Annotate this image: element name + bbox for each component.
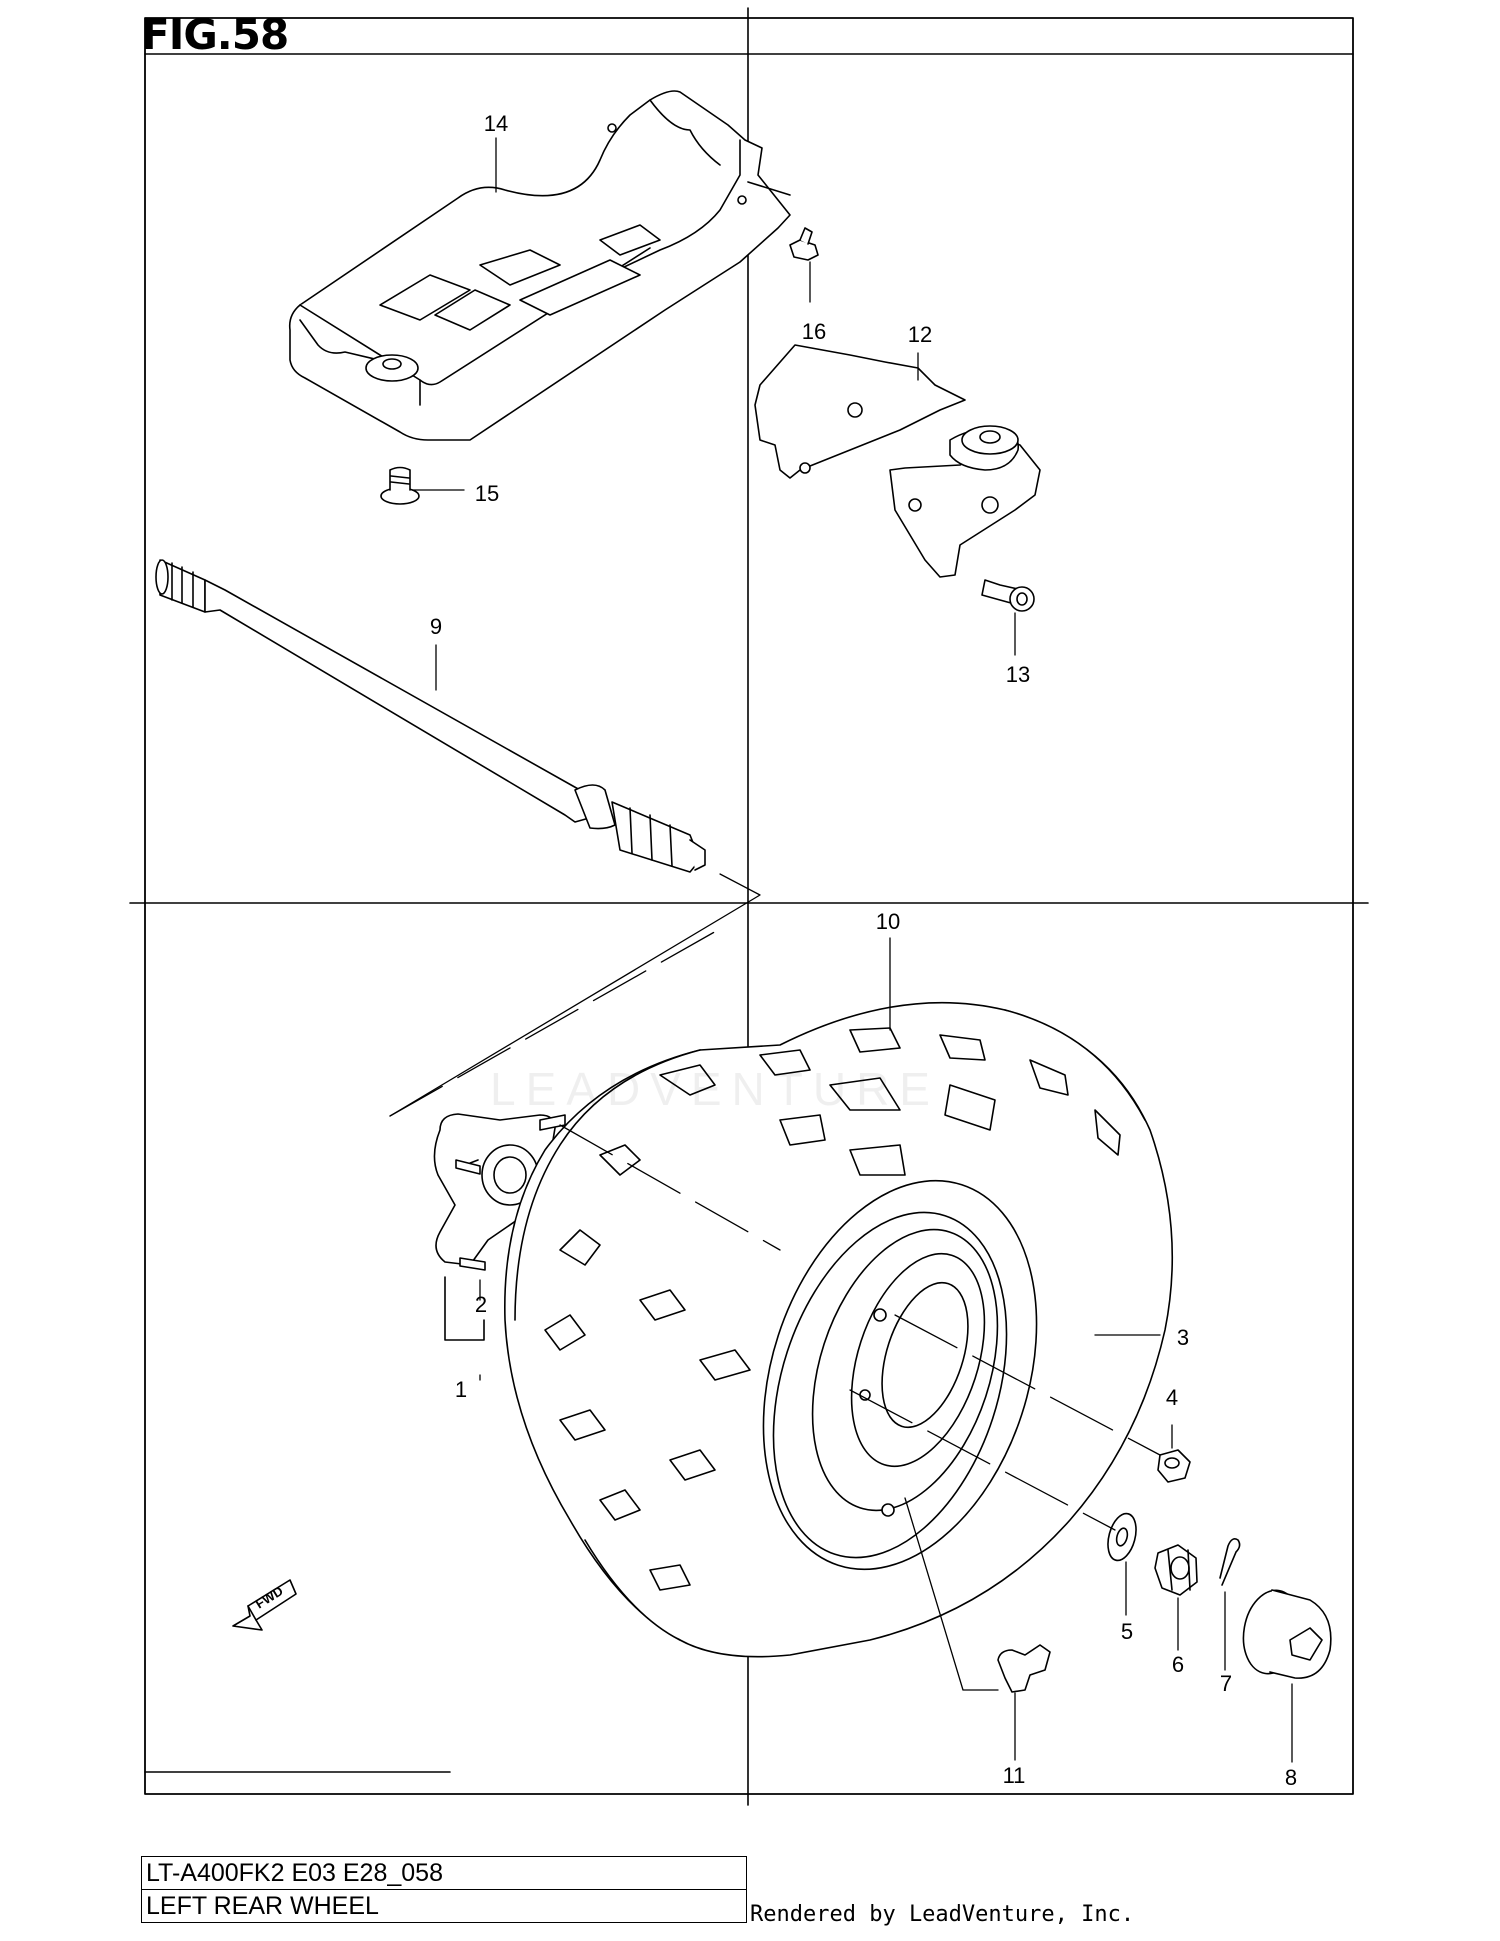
callout-15: 15: [474, 481, 500, 506]
wheel-rim: [762, 1179, 1038, 1571]
callout-5: 5: [1120, 1619, 1134, 1644]
valve-stem: [997, 1644, 1051, 1693]
callout-10: 10: [875, 909, 901, 934]
callout-7: 7: [1219, 1671, 1233, 1696]
callout-3: 3: [1176, 1325, 1190, 1350]
model-code: LT-A400FK2 E03 E28_058: [141, 1856, 747, 1890]
castle-nut: [1154, 1544, 1198, 1596]
wheel-nut: [1157, 1449, 1191, 1483]
bracket: [754, 344, 1041, 578]
callout-14: 14: [483, 111, 509, 136]
rendered-by-credit: Rendered by LeadVenture, Inc.: [750, 1902, 1135, 1927]
cotter-pin: [1219, 1538, 1241, 1586]
callout-6: 6: [1171, 1652, 1185, 1677]
leader-lines: [389, 137, 1293, 1763]
callout-4: 4: [1165, 1385, 1179, 1410]
callout-1: 1: [454, 1377, 468, 1402]
callout-9: 9: [429, 614, 443, 639]
callout-13: 13: [1005, 662, 1031, 687]
axle-shaft: [155, 559, 706, 873]
callout-16: 16: [801, 319, 827, 344]
callout-8: 8: [1284, 1765, 1298, 1790]
hub-cap: [1242, 1589, 1332, 1679]
bolt-part-16: [789, 227, 819, 261]
bolt-part-13: [981, 579, 1035, 612]
bolt-part-15: [380, 466, 420, 505]
washer: [1107, 1512, 1137, 1562]
section-name: LEFT REAR WHEEL: [141, 1889, 747, 1923]
callout-2: 2: [474, 1292, 488, 1317]
skid-plate: [288, 90, 791, 441]
fwd-arrow-icon: [232, 1579, 297, 1631]
wheel-hub: [433, 1113, 571, 1341]
callout-11: 11: [1002, 1763, 1026, 1788]
watermark: LEADVENTURE: [490, 1063, 940, 1115]
figure-title: FIG.58: [141, 10, 289, 59]
callout-12: 12: [907, 322, 933, 347]
